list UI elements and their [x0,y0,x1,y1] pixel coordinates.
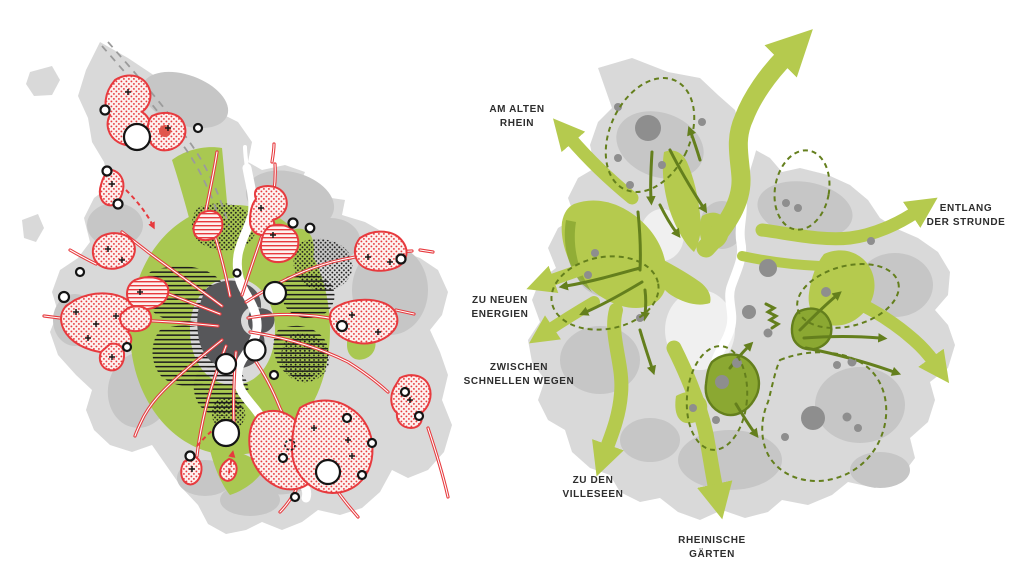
flow-arrow-zwischen-schnellen-wegen [529,296,600,344]
flow-arrow-entlang-der-strunde [755,197,938,246]
label-zwischen-schnellen-wegen: ZWISCHEN SCHNELLEN WEGEN [464,361,575,389]
label-am-alten-rhein: AM ALTEN RHEIN [489,103,544,131]
dashed-ellipse-south [685,345,749,451]
flow-arrow-north [696,29,813,258]
label-line: AM ALTEN [489,104,545,115]
label-entlang-der-strunde: ENTLANG DER STRUNDE [927,202,1006,230]
label-line: GÄRTEN [689,549,735,560]
label-line: SCHNELLEN WEGEN [463,376,575,387]
label-line: ENERGIEN [471,309,529,320]
flow-arrow-rheinische-gaerten [666,340,733,520]
label-line: ZU NEUEN [472,295,528,306]
dashed-ellipse-west [550,255,660,331]
flow-arrow-am-alten-rhein [553,118,639,205]
dashed-loop-southeast [761,351,888,482]
dashed-ellipse-north [604,77,696,193]
label-line: ENTLANG [939,203,993,214]
flow-arrow-zu-den-villeseen [592,303,629,477]
label-line: VILLESEEN [562,489,624,500]
label-zu-neuen-energien: ZU NEUEN ENERGIEN [471,294,528,322]
label-zu-den-villeseen: ZU DEN VILLESEEN [563,474,624,502]
label-line: RHEIN [499,118,535,129]
district-dots [584,103,875,441]
outward-flow-arrows [526,29,950,520]
right-map [526,29,955,520]
label-line: RHEINISCHE [678,535,746,546]
green-flow-network [526,29,950,520]
left-map [22,41,452,534]
focus-ellipses [550,77,900,482]
label-rheinische-gaerten: RHEINISCHE GÄRTEN [678,534,746,562]
label-line: DER STRUNDE [926,217,1006,228]
green-hub-east [790,307,833,351]
label-line: ZWISCHEN [489,362,549,373]
flow-arrow-zu-neuen-energien [526,258,603,293]
flow-arrow-southeast [845,293,950,384]
label-line: ZU DEN [572,475,614,486]
serration-ticks [764,302,781,330]
railway-dashed-line [101,41,230,231]
dashed-ellipse-northeast [773,149,831,231]
dashed-ellipse-east [796,263,900,329]
node-circles [57,104,425,503]
